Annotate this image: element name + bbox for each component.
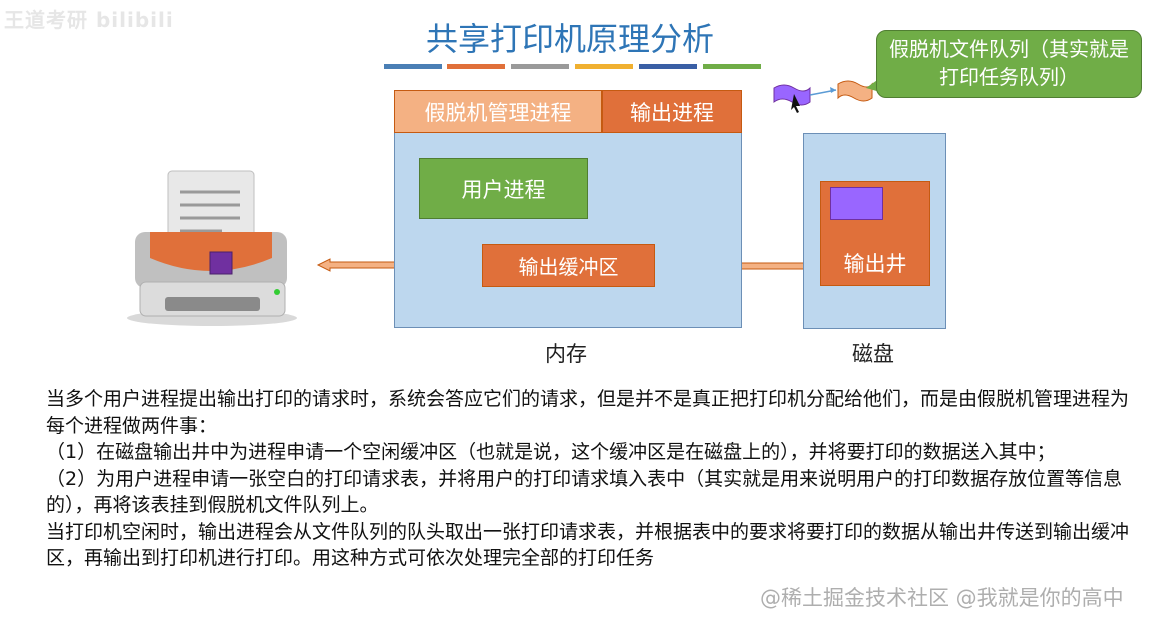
- title-bar-6: [703, 64, 761, 69]
- paragraph-printing: 当打印机空闲时，输出进程会从文件队列的队头取出一张打印请求表，并根据表中的要求将…: [46, 520, 1130, 570]
- watermark-bottom-right: @稀土掘金技术社区 @我就是你的高中: [760, 586, 1124, 610]
- disk-label: 磁盘: [852, 342, 894, 366]
- output-well-data-block: [830, 187, 883, 220]
- title-bar-5: [639, 64, 697, 69]
- user-process: 用户进程: [419, 158, 588, 219]
- title-bar-4: [575, 64, 633, 69]
- queue-item-purple-icon: [773, 84, 811, 106]
- paragraph-step-2: （2）为用户进程申请一张空白的打印请求表，并将用户的打印请求填入表中（其实就是用…: [46, 467, 1123, 517]
- memory-label: 内存: [545, 342, 587, 366]
- printer-icon: [127, 170, 297, 326]
- explanation-text: 当多个用户进程提出输出打印的请求时，系统会答应它们的请求，但是并不是真正把打印机…: [46, 386, 1146, 572]
- output-buffer: 输出缓冲区: [482, 244, 655, 287]
- watermark-top-left: 王道考研 bilibili: [4, 8, 174, 32]
- queue-item-orange-icon: [837, 80, 873, 102]
- title-bar-2: [447, 64, 505, 69]
- spool-queue-callout: 假脱机文件队列（其实就是打印任务队列）: [876, 30, 1142, 98]
- title-bar-1: [384, 64, 442, 69]
- slide-title: 共享打印机原理分析: [425, 20, 714, 58]
- mouse-cursor-icon: [791, 94, 800, 113]
- queue-link-arrowhead: [830, 87, 836, 93]
- paragraph-step-1: （1）在磁盘输出井中为进程申请一个空闲缓冲区（也就是说，这个缓冲区是在磁盘上的）…: [46, 441, 1056, 463]
- title-bar-3: [511, 64, 569, 69]
- paragraph-intro: 当多个用户进程提出输出打印的请求时，系统会答应它们的请求，但是并不是真正把打印机…: [46, 388, 1130, 437]
- spool-manager-process: 假脱机管理进程: [394, 90, 602, 133]
- output-process: 输出进程: [602, 90, 742, 133]
- output-well-label: 输出井: [843, 252, 907, 276]
